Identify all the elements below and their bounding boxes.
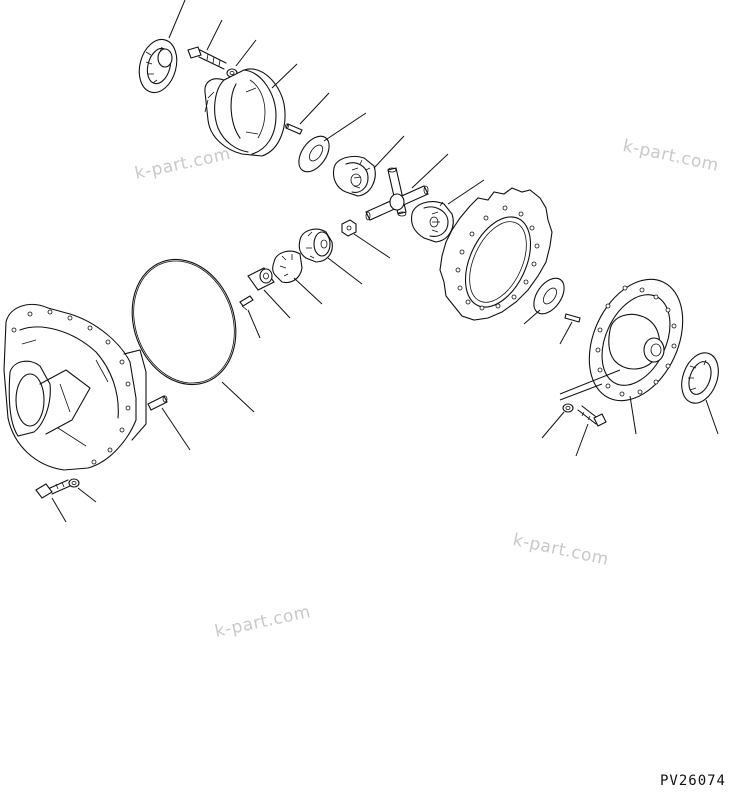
bolt-lower-left bbox=[35, 479, 71, 499]
differential-case-right bbox=[588, 278, 684, 402]
pinion-gear-small bbox=[298, 228, 333, 263]
differential-case-half bbox=[204, 68, 286, 157]
washer-right bbox=[562, 403, 574, 413]
dowel-pin bbox=[147, 395, 168, 411]
ring-gear bbox=[439, 187, 553, 321]
pinion-sleeve bbox=[247, 267, 275, 291]
bearing-right bbox=[681, 352, 719, 404]
nut-small bbox=[341, 219, 357, 237]
o-ring-gasket bbox=[131, 258, 237, 386]
bolt-top bbox=[187, 46, 227, 70]
drawing-code: PV26074 bbox=[659, 773, 726, 789]
pin-top bbox=[285, 123, 303, 135]
side-gear-upper bbox=[332, 155, 376, 197]
pinion-gear bbox=[272, 250, 303, 284]
carrier-housing bbox=[3, 304, 147, 471]
bolt-right bbox=[577, 405, 607, 427]
pin-left bbox=[239, 295, 254, 311]
pin-right bbox=[564, 313, 581, 323]
side-gear-right bbox=[410, 201, 454, 243]
washer-lower-left bbox=[68, 478, 80, 488]
spider-cross-shaft bbox=[365, 167, 429, 221]
bearing-top bbox=[138, 38, 178, 94]
thrust-washer-upper bbox=[298, 135, 330, 173]
